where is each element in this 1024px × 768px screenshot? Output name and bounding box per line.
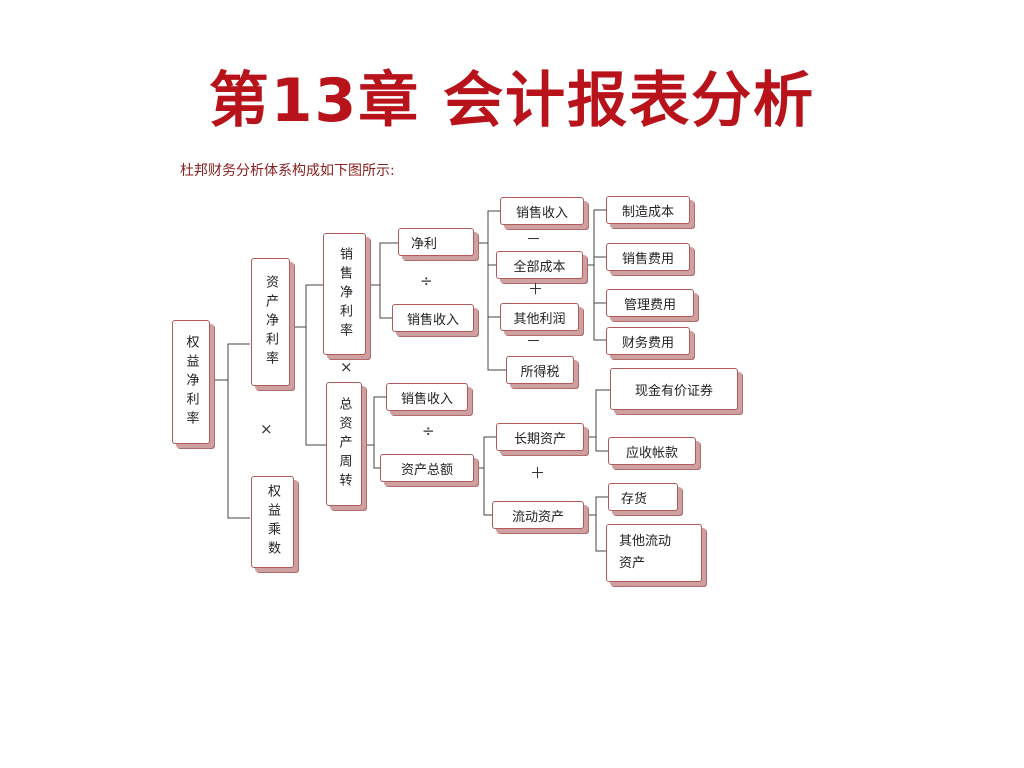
- admin-expense-node: 管理费用: [606, 289, 694, 317]
- divide-operator-margin: ÷: [420, 272, 433, 290]
- roe-node: 权益净利率: [172, 320, 210, 444]
- page-title: 第13章 会计报表分析: [208, 66, 816, 136]
- net-margin-node: 销售净利率: [323, 233, 366, 355]
- total-cost-node: 全部成本: [496, 251, 583, 279]
- inventory-node: 存货: [608, 483, 678, 511]
- plus-operator-assets: ＋: [530, 464, 546, 482]
- income-tax-node: 所得税: [506, 356, 574, 384]
- sales-node-b: 销售收入: [386, 383, 468, 411]
- other-current-assets-node: 其他流动 资产: [606, 524, 702, 582]
- minus-operator-tax: －: [526, 332, 542, 350]
- current-assets-node: 流动资产: [492, 501, 584, 529]
- multiply-operator-sub: ×: [340, 358, 353, 376]
- net-profit-node: 净利: [398, 228, 474, 256]
- selling-expense-node: 销售费用: [606, 243, 690, 271]
- cash-securities-node: 现金有价证券: [610, 368, 738, 410]
- sales-node-c: 销售收入: [500, 197, 584, 225]
- plus-operator-other: ＋: [528, 280, 544, 298]
- other-profit-node: 其他利润: [500, 303, 579, 331]
- equity-multiplier-node: 权益乘数: [251, 476, 294, 568]
- multiply-operator: ×: [260, 420, 273, 438]
- finance-expense-node: 财务费用: [606, 327, 690, 355]
- diagram-caption: 杜邦财务分析体系构成如下图所示:: [180, 163, 395, 176]
- divide-operator-turnover: ÷: [422, 422, 435, 440]
- manufacturing-cost-node: 制造成本: [606, 196, 690, 224]
- minus-operator-cost: －: [526, 230, 542, 248]
- long-term-assets-node: 长期资产: [496, 423, 584, 451]
- sales-node-a: 销售收入: [392, 304, 474, 332]
- roa-node: 资产净利率: [251, 258, 290, 386]
- total-assets-node: 资产总额: [380, 454, 474, 482]
- receivables-node: 应收帐款: [608, 437, 696, 465]
- asset-turnover-node: 总资产周转: [326, 382, 362, 506]
